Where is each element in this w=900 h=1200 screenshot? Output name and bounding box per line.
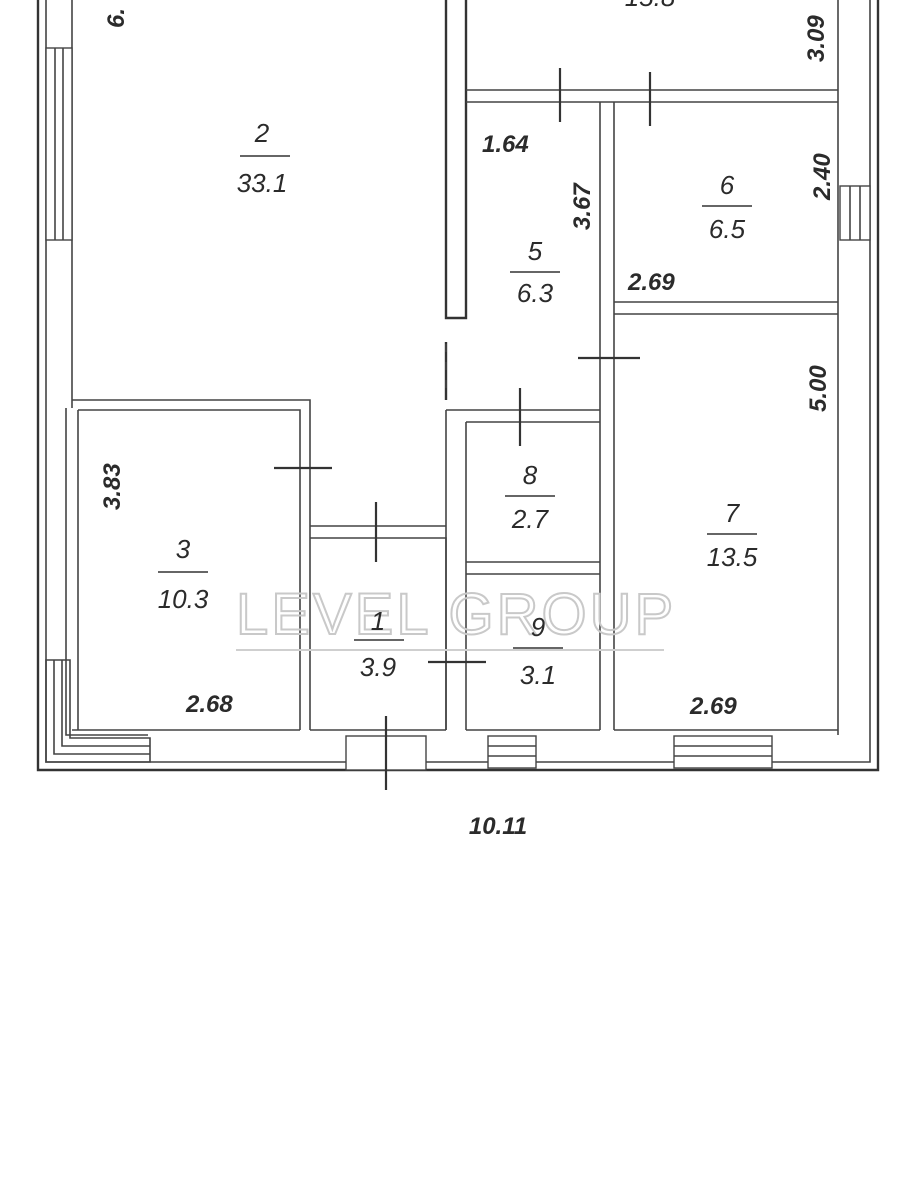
door-marks xyxy=(274,68,652,790)
room-3: 3 10.3 xyxy=(158,534,209,614)
room-2: 2 33.1 xyxy=(237,118,290,198)
outer-walls xyxy=(36,0,880,772)
dimension-2-68: 2.68 xyxy=(185,691,233,718)
window-bottom-1 xyxy=(487,735,537,769)
room-area: 6.3 xyxy=(517,278,554,308)
room-area: 6.5 xyxy=(709,214,746,244)
dimension-3-83: 3.83 xyxy=(99,463,126,510)
room-number: 9 xyxy=(531,612,545,642)
room-9: 9 3.1 xyxy=(513,612,563,690)
room-area: 33.1 xyxy=(237,168,288,198)
room-number: 3 xyxy=(176,534,191,564)
room-number: 1 xyxy=(371,606,385,636)
room-number: 5 xyxy=(528,236,543,266)
room-6: 6 6.5 xyxy=(702,170,752,244)
window-bottom-2 xyxy=(673,735,773,769)
room-8: 8 2.7 xyxy=(505,460,555,534)
dimension-1-64: 1.64 xyxy=(482,131,529,158)
room-number: 2 xyxy=(254,118,270,148)
partial-label-top-center: 15.8 xyxy=(625,0,676,12)
watermark-text: LEVEL GROUP xyxy=(236,582,676,647)
room-number: 6 xyxy=(720,170,735,200)
dimension-2-69-room6: 2.69 xyxy=(627,269,675,296)
room-area: 13.5 xyxy=(707,542,758,572)
room-5: 5 6.3 xyxy=(510,236,560,308)
dimension-2-40: 2.40 xyxy=(809,153,836,201)
room-1: 1 3.9 xyxy=(354,606,404,682)
dimension-total-width: 10.11 xyxy=(469,813,527,840)
room-area: 10.3 xyxy=(158,584,209,614)
partial-label-top-right: 3.09 xyxy=(803,15,830,62)
room-number: 7 xyxy=(725,498,741,528)
partial-label-top-left: 6. xyxy=(103,8,130,28)
window-left-upper xyxy=(45,47,73,241)
interior-walls xyxy=(72,0,838,731)
room-area: 3.1 xyxy=(520,660,556,690)
room-number: 8 xyxy=(523,460,538,490)
dimension-2-69-room7: 2.69 xyxy=(689,693,737,720)
watermark: LEVEL GROUP xyxy=(235,581,676,651)
room-area: 3.9 xyxy=(360,652,396,682)
dimension-5-00: 5.00 xyxy=(805,365,832,412)
room-area: 2.7 xyxy=(511,504,550,534)
dimension-3-67: 3.67 xyxy=(569,182,596,230)
window-right xyxy=(839,185,871,241)
room-7: 7 13.5 xyxy=(707,498,758,572)
window-left-lower xyxy=(45,659,151,763)
